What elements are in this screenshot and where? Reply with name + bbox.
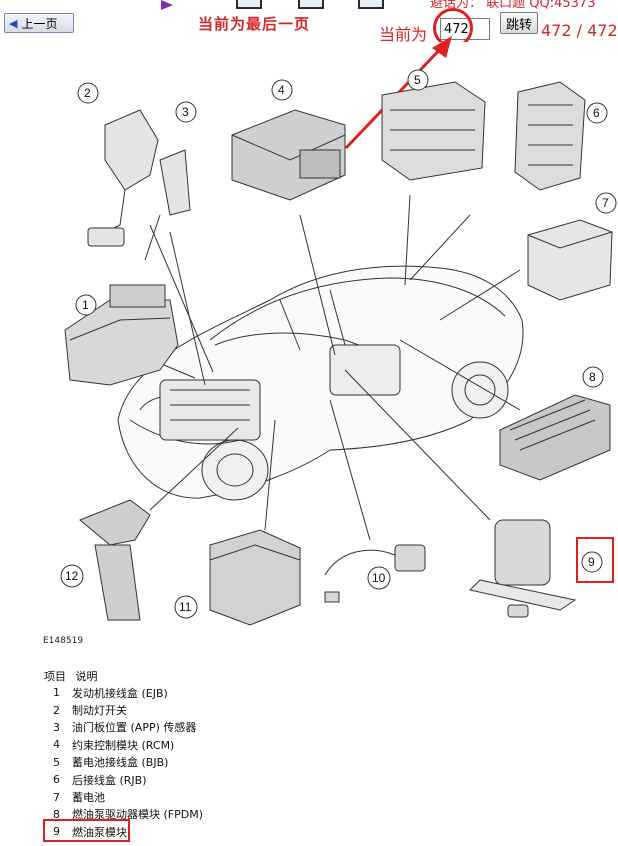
previous-page-label: 上一页 [21,16,58,31]
page-count: 472 / 472 [541,21,618,40]
jump-button[interactable]: 跳转 [500,12,538,34]
svg-text:1: 1 [82,298,89,312]
legend-col-item: 项目 [44,670,66,683]
annotation-circle [433,8,473,42]
purple-arrow-icon [161,0,173,10]
svg-text:6: 6 [593,106,600,120]
figure-id: E148519 [43,636,84,646]
svg-text:9: 9 [588,555,595,569]
svg-text:10: 10 [372,571,386,585]
page-icon[interactable] [236,0,262,9]
legend-header: 项目 说明 [44,668,604,684]
svg-text:7: 7 [602,196,609,210]
svg-text:4: 4 [278,83,285,97]
last-page-message: 当前为最后一页 [198,15,311,33]
highlight-box [43,819,130,842]
callout-label: 2 [84,86,91,100]
legend-col-desc: 说明 [75,670,98,683]
page-icon[interactable] [298,0,324,9]
page-toolbar: ◀ 上一页 当前为最后一页 避话为： 联口题 QQ:45373 当前为 跳转 4… [0,0,618,42]
previous-page-button[interactable]: ◀ 上一页 [4,13,74,33]
svg-text:3: 3 [182,105,189,119]
svg-text:12: 12 [65,569,79,583]
arrow-left-icon: ◀ [9,16,18,30]
vehicle-diagram: 2 3 4 5 6 7 1 8 9 10 11 12 [60,69,617,626]
svg-text:8: 8 [589,370,596,384]
page-icon[interactable] [358,0,384,9]
svg-text:5: 5 [414,73,421,87]
svg-text:11: 11 [179,600,192,614]
current-page-label: 当前为 [379,25,428,42]
contact-text: 避话为： 联口题 QQ:45373 [430,0,596,11]
